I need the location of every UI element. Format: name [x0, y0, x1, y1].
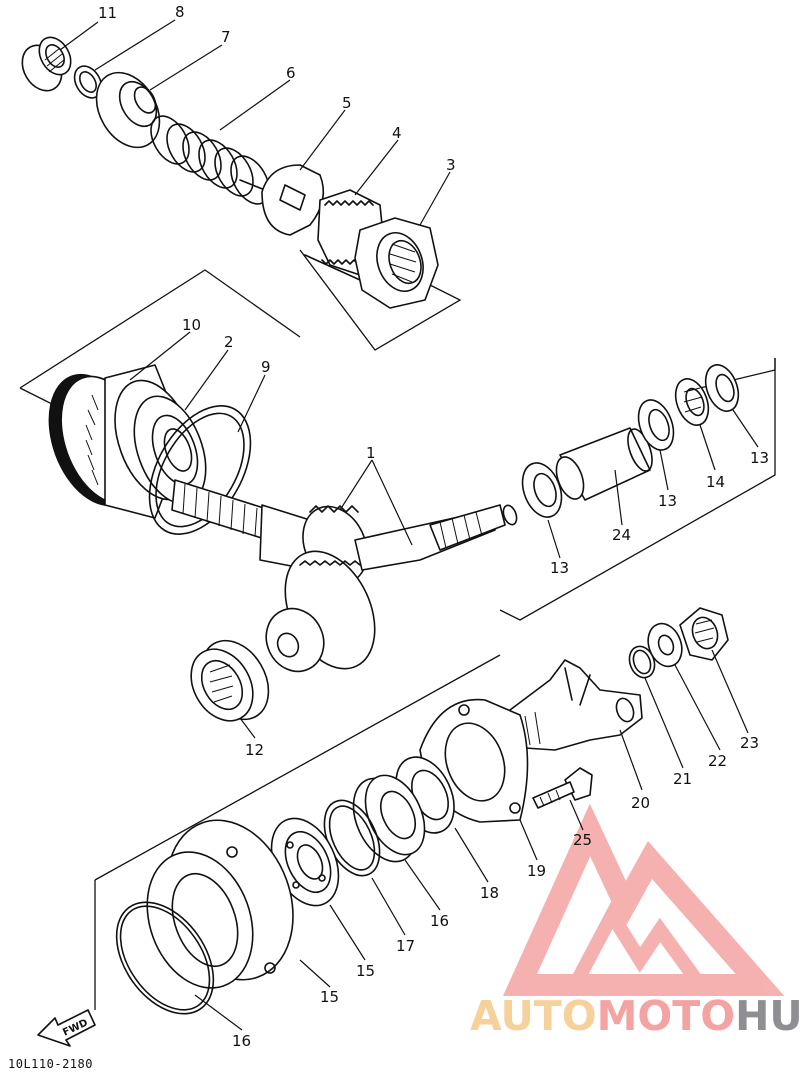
part-24-washer	[647, 622, 683, 668]
fwd-arrow-icon: FWD	[37, 1009, 96, 1047]
callout-10: 10	[182, 316, 201, 334]
callout-7: 7	[221, 28, 231, 46]
part-3-nut	[354, 217, 439, 309]
callout-13-b: 13	[658, 492, 677, 510]
part-16-oring	[115, 901, 215, 1015]
callout-15: 15	[320, 988, 339, 1006]
watermark-text: AUTOMOTOHUB	[470, 992, 800, 1040]
callout-25: 23	[740, 734, 759, 752]
callout-4: 4	[392, 124, 402, 142]
part-1-gear-shaft	[171, 479, 518, 673]
part-18-bearing	[352, 774, 426, 863]
watermark-hub: HUB	[735, 992, 800, 1040]
part-13-shim-c	[704, 364, 740, 412]
callout-22: 20	[631, 794, 650, 812]
callout-3: 3	[446, 156, 456, 174]
callout-2: 2	[224, 333, 234, 351]
callout-6: 6	[286, 64, 296, 82]
callout-16: 16	[232, 1032, 251, 1050]
watermark-moto: MOTO	[596, 992, 736, 1040]
group-frames	[19, 249, 776, 1010]
part-26-sleeve	[555, 427, 653, 501]
callout-24: 22	[708, 752, 727, 770]
watermark-logo-icon	[502, 803, 785, 996]
drawing-code: 10L110-2180	[8, 1057, 93, 1071]
part-7-spring-seat	[95, 71, 161, 149]
callout-11: 11	[98, 4, 117, 22]
callout-13-c: 13	[750, 449, 769, 467]
callout-1: 1	[366, 444, 376, 462]
callout-9: 9	[261, 358, 271, 376]
callout-14: 14	[706, 473, 725, 491]
callout-20: 18	[480, 884, 499, 902]
watermark-auto: AUTO	[470, 992, 597, 1040]
callout-12: 12	[245, 741, 264, 759]
part-15-housing	[146, 819, 294, 989]
part-12-needle-bearing	[190, 639, 270, 722]
part-5-cam-follower	[261, 164, 325, 236]
callout-21: 19	[527, 862, 546, 880]
callout-5: 5	[342, 94, 352, 112]
part-9-oring	[148, 405, 252, 535]
callout-18: 16	[430, 912, 449, 930]
callouts: 11 8 7 6 5 4 3 10 2 9 1 12 13 24 13 14 1…	[98, 3, 769, 1050]
callout-17: 15	[356, 962, 375, 980]
part-6-spring	[150, 115, 291, 205]
part-27-bolt	[532, 767, 593, 809]
callout-27: 25	[573, 831, 592, 849]
callout-8: 8	[175, 3, 185, 21]
callout-19: 17	[396, 937, 415, 955]
part-14-bearing	[674, 378, 710, 426]
leader-lines	[59, 19, 759, 1031]
callout-13-a: 13	[550, 559, 569, 577]
part-25-nut	[679, 607, 729, 661]
part-13-shim-b	[637, 399, 675, 451]
callout-23: 21	[673, 770, 692, 788]
part-11-bearing	[21, 36, 72, 92]
callout-26: 24	[612, 526, 631, 544]
